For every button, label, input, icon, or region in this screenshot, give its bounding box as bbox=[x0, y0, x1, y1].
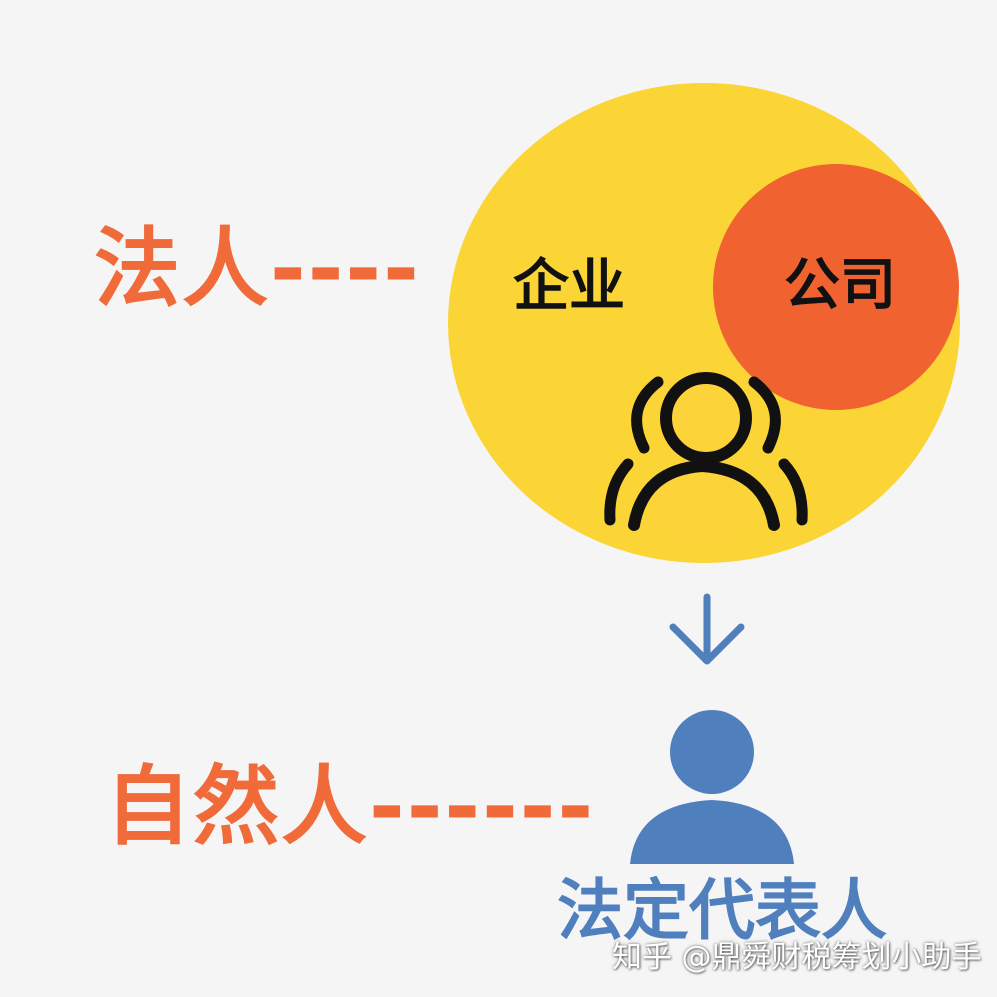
enterprise-label: 企业 bbox=[513, 254, 625, 319]
group-body-fill bbox=[656, 455, 752, 545]
company-circle bbox=[713, 164, 959, 410]
company-label: 公司 bbox=[784, 253, 896, 318]
group-front-body bbox=[628, 459, 780, 531]
arrow-down-icon bbox=[669, 593, 745, 665]
watermark: 知乎 @鼎舜财税筹划小助手 bbox=[612, 940, 982, 975]
group-front-head bbox=[660, 372, 752, 464]
group-left-body bbox=[604, 458, 634, 526]
legal-person-label: 法人---- bbox=[94, 219, 421, 319]
group-right-head bbox=[748, 376, 781, 454]
legal-representative-label: 法定代表人 bbox=[557, 872, 887, 949]
group-left-head bbox=[631, 376, 664, 454]
people-group-icon bbox=[604, 372, 808, 545]
person-icon bbox=[630, 710, 794, 864]
group-right-body bbox=[778, 458, 808, 526]
natural-person-label: 自然人------ bbox=[105, 757, 596, 857]
